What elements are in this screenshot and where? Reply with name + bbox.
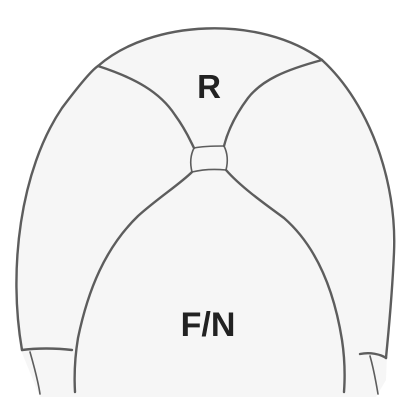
region-label-fn: F/N <box>181 306 236 344</box>
region-label-r: R <box>197 68 221 105</box>
